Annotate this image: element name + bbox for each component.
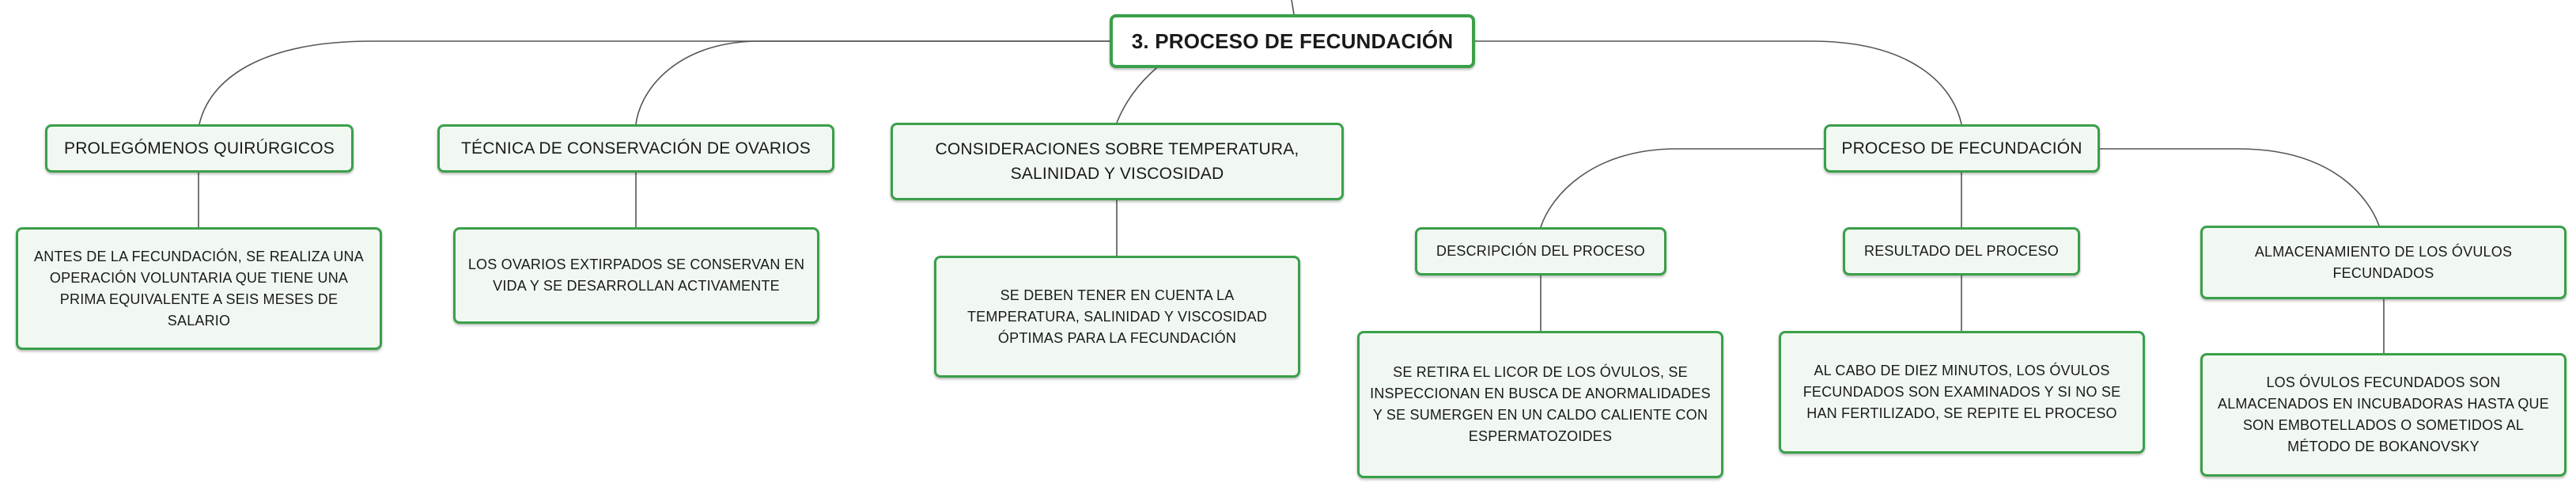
connector-branch-4-child-3 [2100, 148, 2380, 226]
branch-consideraciones-temperatura[interactable]: CONSIDERACIONES SOBRE TEMPERATURA, SALIN… [891, 123, 1344, 200]
connector-root-branch-4 [1475, 40, 1962, 125]
subbranch-descripcion-proceso[interactable]: DESCRIPCIÓN DEL PROCESO [1415, 227, 1666, 276]
connector-root-branch-1 [199, 40, 1110, 125]
detail-temperatura[interactable]: SE DEBEN TENER EN CUENTA LA TEMPERATURA,… [934, 256, 1300, 378]
subbranch-resultado-proceso[interactable]: RESULTADO DEL PROCESO [1843, 227, 2080, 276]
root-topic[interactable]: 3. PROCESO DE FECUNDACIÓN [1110, 14, 1475, 68]
connector-root-up [1291, 0, 1295, 15]
detail-almacenamiento-ovulos[interactable]: LOS ÓVULOS FECUNDADOS SON ALMACENADOS EN… [2200, 353, 2567, 477]
connector-root-branch-2 [635, 40, 1110, 125]
detail-conservacion-ovarios[interactable]: LOS OVARIOS EXTIRPADOS SE CONSERVAN EN V… [453, 227, 819, 324]
branch-prolegomenos-quirurgicos[interactable]: PROLEGÓMENOS QUIRÚRGICOS [45, 124, 354, 173]
detail-descripcion-proceso[interactable]: SE RETIRA EL LICOR DE LOS ÓVULOS, SE INS… [1357, 331, 1723, 478]
branch-proceso-fecundacion[interactable]: PROCESO DE FECUNDACIÓN [1824, 124, 2100, 173]
connector-branch-4-child-1 [1540, 148, 1824, 228]
detail-prolegomenos[interactable]: ANTES DE LA FECUNDACIÓN, SE REALIZA UNA … [16, 227, 382, 350]
detail-resultado-proceso[interactable]: AL CABO DE DIEZ MINUTOS, LOS ÓVULOS FECU… [1779, 331, 2145, 454]
subbranch-almacenamiento-ovulos[interactable]: ALMACENAMIENTO DE LOS ÓVULOS FECUNDADOS [2200, 226, 2567, 299]
branch-tecnica-conservacion-ovarios[interactable]: TÉCNICA DE CONSERVACIÓN DE OVARIOS [437, 124, 834, 173]
